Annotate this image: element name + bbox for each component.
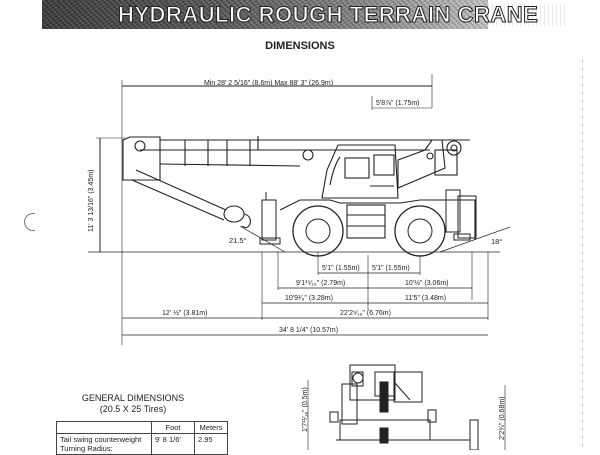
cab-offset-label: 5'8⅞" (1.75m) <box>376 100 420 107</box>
overall-length-label: 34' 8 1/4" (10.57m) <box>279 327 339 334</box>
boom-reach-label: Min 28' 2 5/16" (8.6m) Max 88' 3" (26.9m… <box>204 80 334 87</box>
table-header-row: Foot Meters <box>56 421 228 434</box>
front-outrigger <box>259 192 281 245</box>
overall-height-label: 11' 3 13/16" (3.45m) <box>88 169 95 232</box>
approach-angle-line <box>239 225 286 253</box>
rear-wheel <box>394 205 446 257</box>
row-foot: 9' 8 1/6' <box>151 433 195 455</box>
general-dimensions-title: GENERAL DIMENSIONS <box>81 393 185 403</box>
crane-front-view-drawing <box>307 364 506 450</box>
dimension-lines <box>122 272 488 336</box>
front-view-left-height-label: 1'7¹¹⁄₁₆" (0.5m) <box>302 387 309 432</box>
boom-overhang-label: 12' ½" (3.81m) <box>162 310 208 317</box>
banner-texture <box>488 4 568 26</box>
section-title: DIMENSIONS <box>265 40 335 52</box>
page-title: HYDRAULIC ROUGH TERRAIN CRANE <box>117 2 539 28</box>
general-dimensions-heading: GENERAL DIMENSIONS (20.5 X 25 Tires) <box>58 393 208 415</box>
departure-angle-label: 18° <box>491 237 503 246</box>
row-meters: 2.95 <box>194 433 228 455</box>
approach-angle-label: 21.5° <box>229 236 247 245</box>
carrier-length-label: 22'2⁹⁄₁₆" (6.76m) <box>340 310 391 317</box>
rear-axle-center-label: 5'1" (1.55m) <box>372 265 410 272</box>
departure-angle-line <box>439 226 511 253</box>
front-axle-center-label: 5'1" (1.55m) <box>322 265 360 272</box>
row-label: Tail swing counterweight Turning Radius: <box>56 433 152 455</box>
scan-margin-artifact <box>582 60 583 450</box>
title-banner: HYDRAULIC ROUGH TERRAIN CRANE <box>42 0 538 29</box>
superstructure <box>302 139 462 199</box>
front-axle-dim-label: 9'1¹⁵⁄₁₆" (2.79m) <box>296 280 346 287</box>
jib <box>131 169 251 229</box>
binder-hole-mark <box>24 213 35 231</box>
extension-lines <box>261 252 489 320</box>
rear-outrigger <box>445 189 477 241</box>
front-overhang-label: 10'9¹⁄₈" (3.28m) <box>285 295 333 302</box>
header-cell-meters: Meters <box>194 421 228 434</box>
header-cell-foot: Foot <box>151 421 195 434</box>
table-row: Tail swing counterweight Turning Radius:… <box>56 433 228 455</box>
front-view-right-height-label: 2'2¾" (0.68m) <box>499 396 506 440</box>
rear-overhang-label: 11'5" (3.48m) <box>405 295 447 302</box>
header-cell <box>56 421 152 434</box>
general-dimensions-subtitle: (20.5 X 25 Tires) <box>99 404 167 414</box>
carrier <box>279 199 476 240</box>
boom <box>122 136 470 181</box>
front-wheel <box>292 205 344 257</box>
rear-axle-dim-label: 10'½" (3.06m) <box>405 280 449 287</box>
